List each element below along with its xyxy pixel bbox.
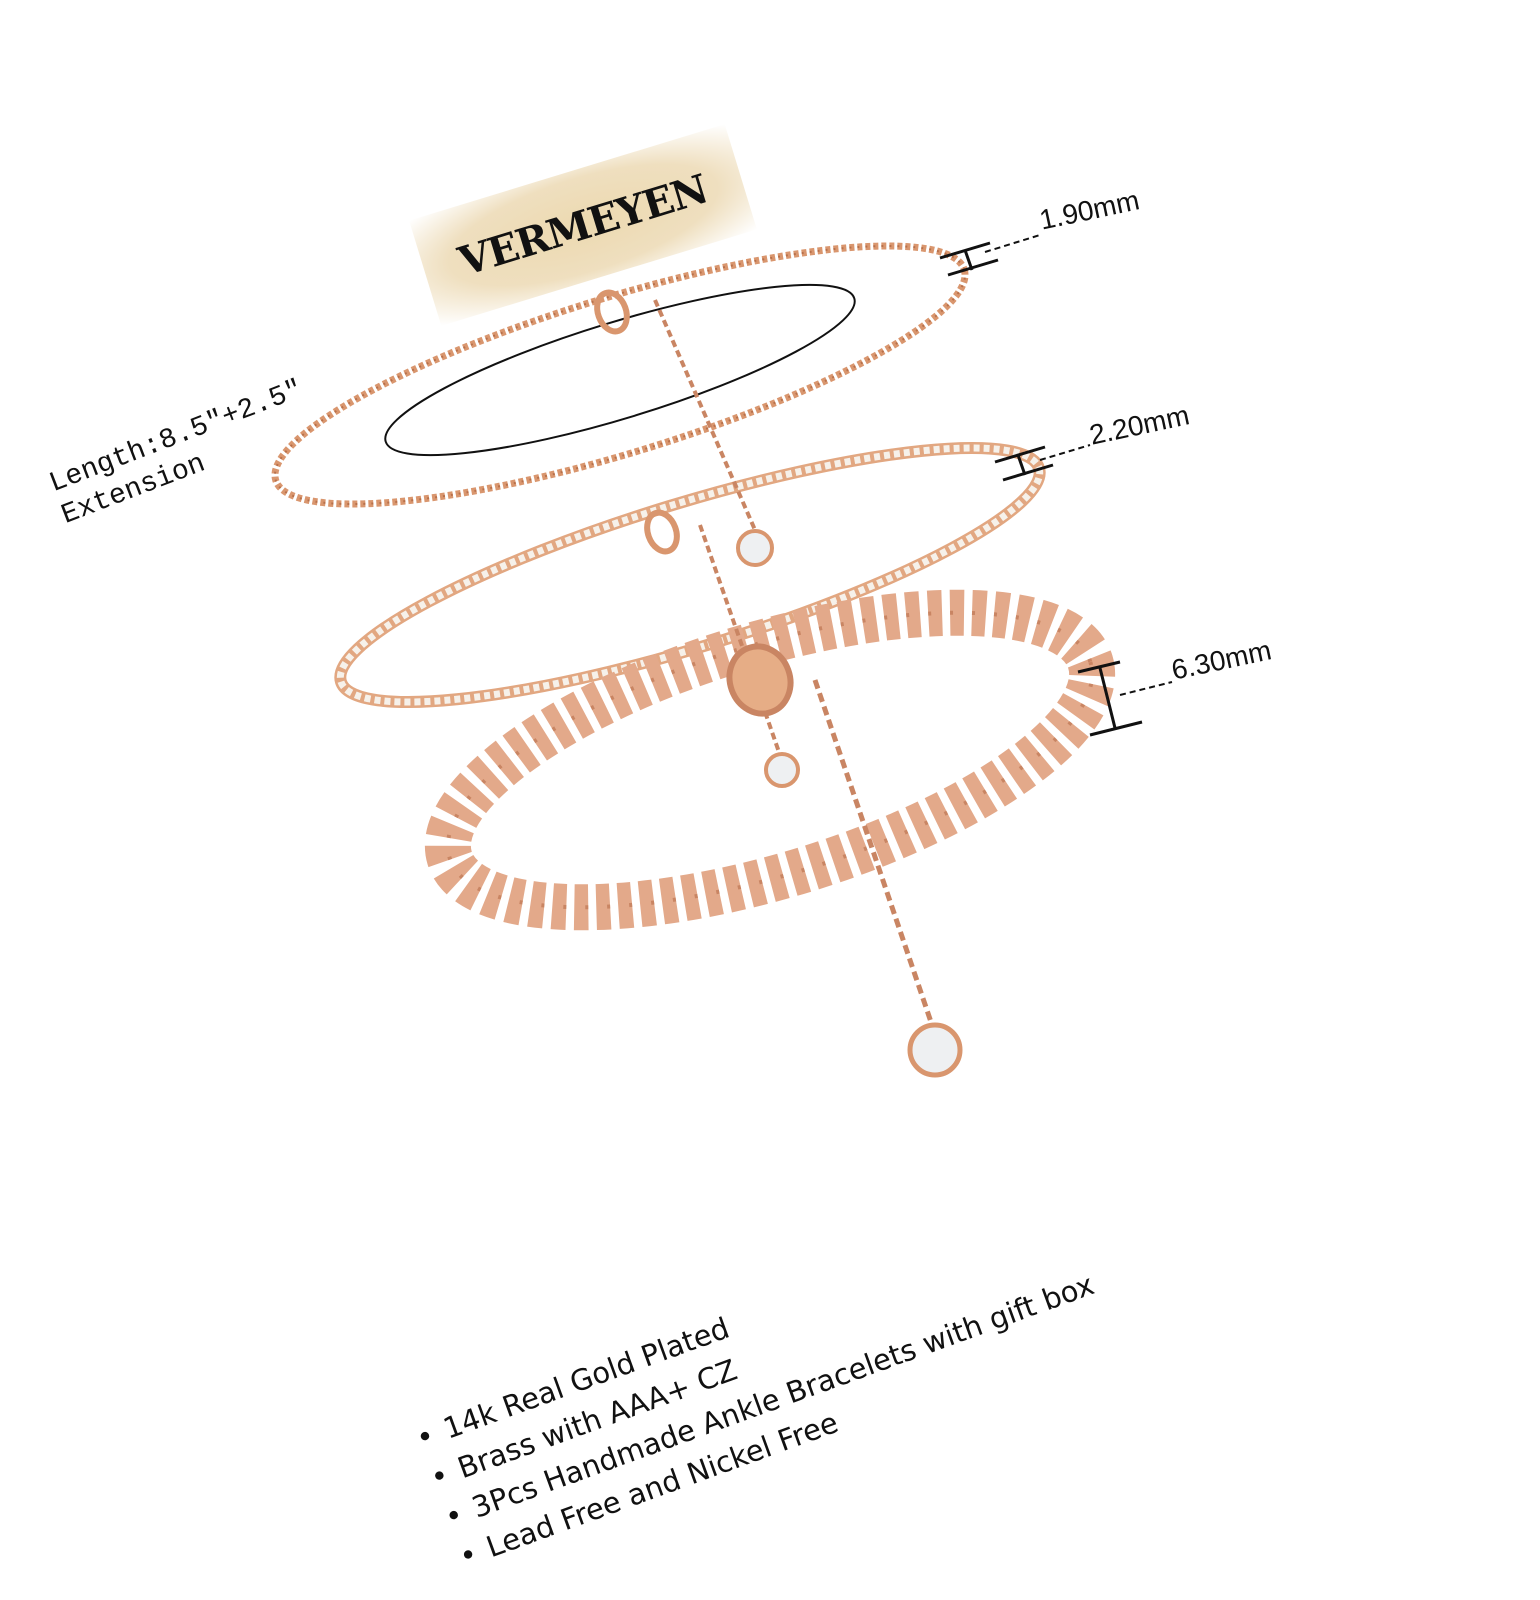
measure-marker-2 bbox=[994, 444, 1091, 482]
measure-marker-3 bbox=[1077, 660, 1173, 737]
clasp-icon bbox=[644, 509, 680, 555]
extension-chain-1 bbox=[653, 299, 757, 531]
extension-chain-3 bbox=[812, 679, 935, 1026]
pendant-stone-1 bbox=[736, 529, 774, 567]
chevron-bracelet bbox=[424, 589, 1116, 931]
pendant-stone-3 bbox=[907, 1022, 963, 1078]
extension-chain-2 bbox=[698, 524, 782, 756]
pendant-stone-2 bbox=[764, 752, 800, 788]
clasp-icon bbox=[726, 643, 794, 717]
measure-marker-1 bbox=[939, 234, 1041, 277]
clasp-icon bbox=[594, 289, 630, 335]
tennis-bracelet bbox=[334, 441, 1046, 709]
